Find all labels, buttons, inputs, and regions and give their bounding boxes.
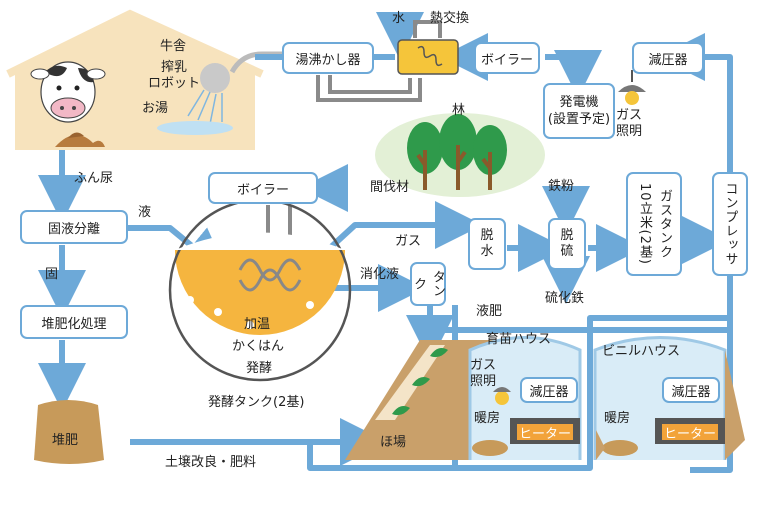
boiler-tank-box: ボイラー bbox=[208, 172, 318, 204]
cow-icon bbox=[30, 61, 106, 123]
dewater-box: 脱 水 bbox=[468, 218, 506, 270]
desulfurizer-box: 脱 硫 bbox=[548, 218, 586, 270]
liquid-fertilizer-label: 液肥 bbox=[476, 304, 503, 319]
iron-powder-label: 鉄粉 bbox=[548, 179, 575, 194]
heat-exchange-label: 熱交換 bbox=[430, 11, 470, 26]
compressor-box: コンプレッサ bbox=[712, 172, 748, 276]
reducer-nursery-box: 減圧器 bbox=[520, 377, 578, 403]
tank-box: タンク bbox=[410, 262, 446, 306]
compost-bag bbox=[34, 400, 104, 464]
separator-box: 固液分離 bbox=[20, 210, 128, 244]
tank-fermentation-label: 発酵 bbox=[246, 361, 273, 376]
vinyl-house-label: ビニルハウス bbox=[602, 344, 681, 359]
digester-name-label: 発酵タンク(2基) bbox=[208, 395, 305, 410]
forest-label: 林 bbox=[452, 103, 466, 118]
thinning-wood-label: 間伐材 bbox=[370, 180, 410, 195]
tank-heating-label: 加温 bbox=[244, 317, 271, 332]
generator-box: 発電機 (設置予定) bbox=[543, 83, 615, 139]
soil-improvement-label: 土壌改良・肥料 bbox=[165, 455, 257, 470]
gas-lighting-top-label: ガス 照明 bbox=[616, 108, 643, 139]
heater-vinyl: ヒーター bbox=[660, 422, 720, 442]
liquid-label: 液 bbox=[138, 205, 152, 220]
solid-label: 固 bbox=[45, 267, 59, 282]
manure-label: ふん尿 bbox=[74, 171, 114, 186]
boiler-top-box: ボイラー bbox=[474, 42, 540, 74]
pressure-reducer-top-box: 減圧器 bbox=[632, 42, 704, 74]
heating-nursery-label: 暖房 bbox=[474, 411, 501, 426]
milking-robot-label: 搾乳 ロボット bbox=[148, 60, 201, 91]
water-label: 水 bbox=[392, 11, 406, 26]
field-label: ほ場 bbox=[380, 435, 407, 450]
heater-nursery: ヒーター bbox=[515, 422, 575, 442]
forest-illustration bbox=[375, 113, 545, 197]
reducer-vinyl-box: 減圧器 bbox=[662, 377, 720, 403]
gas-lighting-house-label: ガス 照明 bbox=[470, 358, 497, 389]
tank-stirring-label: かくはん bbox=[232, 339, 285, 354]
gas-label: ガス bbox=[395, 234, 422, 249]
nursery-house-label: 育苗ハウス bbox=[486, 332, 552, 347]
digestate-label: 消化液 bbox=[360, 267, 400, 282]
digester-tank bbox=[168, 198, 352, 382]
manure-icon bbox=[55, 132, 105, 147]
hot-water-label: お湯 bbox=[142, 101, 169, 116]
heat-exchanger bbox=[397, 39, 459, 75]
gas-tank-box: ガスタンク 10立米(2基) bbox=[626, 172, 682, 276]
cowshed-title: 牛舎 bbox=[160, 39, 187, 54]
gas-lamp-icon bbox=[618, 70, 646, 105]
compost-label: 堆肥 bbox=[52, 433, 79, 448]
heating-vinyl-label: 暖房 bbox=[604, 411, 631, 426]
composting-box: 堆肥化処理 bbox=[20, 305, 128, 339]
water-heater-box: 湯沸かし器 bbox=[282, 42, 374, 74]
iron-sulfide-label: 硫化鉄 bbox=[545, 291, 585, 306]
